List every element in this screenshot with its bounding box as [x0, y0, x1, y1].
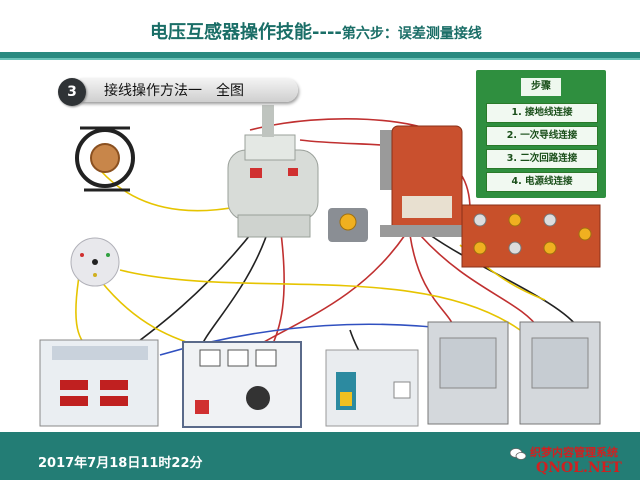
indicator-lamp	[328, 208, 368, 242]
voltage-regulator-console	[182, 341, 302, 428]
power-switch-box	[325, 349, 419, 427]
wire-red-3	[409, 234, 456, 331]
section-banner	[80, 78, 298, 102]
wire-red-4	[419, 234, 541, 331]
header-divider	[0, 52, 640, 58]
header: 电压互感器操作技能----第六步：误差测量接线	[0, 0, 640, 52]
step-item-1: 1. 接地线连接	[486, 103, 598, 123]
steps-heading: 步骤	[521, 78, 561, 96]
wire-yellow-3	[119, 269, 521, 331]
section-number-badge: 3	[58, 78, 86, 106]
wire-red-2	[249, 234, 406, 351]
wires	[75, 118, 581, 401]
step-item-4: 4. 电源线连接	[486, 172, 598, 192]
grounding-hub	[70, 237, 120, 287]
terminal-panel	[461, 204, 601, 268]
wire-black-1	[119, 224, 259, 356]
cable-reel	[75, 126, 135, 192]
page-title-main: 电压互感器操作技能----	[150, 22, 342, 43]
page-title: 电压互感器操作技能----第六步：误差测量接线	[150, 18, 482, 44]
watermark-line-2: QNOL.NET	[536, 460, 622, 476]
wire-black-3	[429, 234, 581, 331]
section-title: 接线操作方法一 全图	[104, 83, 244, 99]
page-subtitle: 第六步：误差测量接线	[341, 26, 482, 42]
watermark-line-1: 织梦内容管理系统	[530, 446, 618, 459]
wechat-icon	[510, 448, 526, 460]
standard-voltage-transformer	[227, 105, 319, 238]
header-divider-light	[0, 58, 640, 60]
burden-box-2	[519, 321, 601, 425]
step-item-3: 3. 二次回路连接	[486, 149, 598, 169]
footer-timestamp: 2017年7月18日11时22分	[38, 456, 203, 471]
footer-bar	[0, 432, 640, 480]
transformer-calibrator	[39, 339, 159, 427]
step-item-2: 2. 一次导线连接	[486, 126, 598, 146]
burden-box-1	[427, 321, 509, 425]
wire-black-2	[199, 224, 271, 351]
transformer-under-test	[380, 125, 480, 237]
